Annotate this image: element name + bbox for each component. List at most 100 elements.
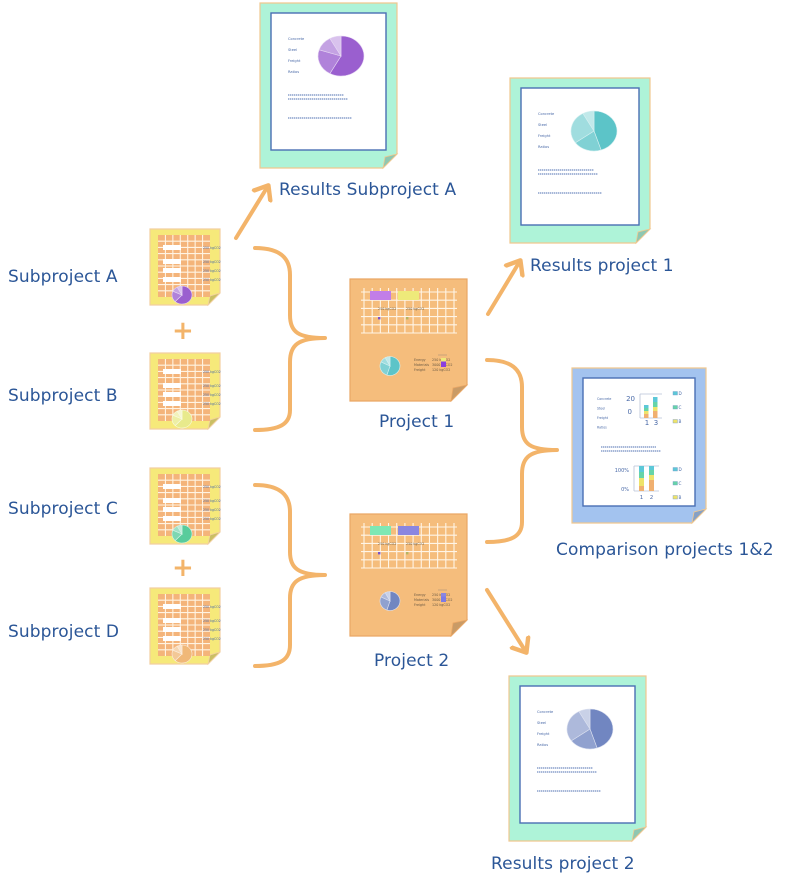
category-label: Steel <box>597 407 605 411</box>
legend-value: 120 kgCO2 <box>432 603 450 607</box>
legend-swatch <box>672 481 678 486</box>
folded-corner-icon <box>207 292 221 307</box>
row-label-bar <box>163 369 181 374</box>
category-label: Steel <box>537 721 546 725</box>
cell-value: 250 kgCO2 <box>203 384 221 388</box>
x-tick-label: 3 <box>654 419 658 427</box>
cell-value: 250 kgCO2 <box>203 508 221 512</box>
legend-label: B <box>679 419 682 424</box>
label-project-2: Project 2 <box>374 651 450 671</box>
subproject-pie-chart-icon <box>171 524 193 544</box>
category-label: Freight <box>538 134 551 138</box>
legend-label: Freight <box>414 368 426 372</box>
header-bar <box>398 291 419 300</box>
y-tick-label: 0 <box>628 408 632 416</box>
label-project-1: Project 1 <box>379 412 455 432</box>
legend-label: C <box>679 405 682 410</box>
row-label-bar <box>163 401 181 406</box>
category-label: Ratios <box>288 70 299 74</box>
cell-value: 250 kgCO2 <box>203 485 221 489</box>
category-label: Concrete <box>537 710 554 714</box>
document-page <box>519 685 636 824</box>
label-comparison-projects: Comparison projects 1&2 <box>556 540 774 560</box>
cell-value: 250 kgCO2 <box>203 637 221 641</box>
pie-slice <box>176 524 183 536</box>
cell-value: 250 kgCO2 <box>203 619 221 623</box>
row-label-bar <box>163 277 181 282</box>
label-results-project-1: Results project 1 <box>530 256 674 276</box>
pie-slice <box>566 711 591 742</box>
folded-corner-icon <box>207 531 221 546</box>
pie-slice <box>578 708 591 731</box>
document-page <box>270 12 387 151</box>
header-value: 250 kgCO2 <box>378 542 396 546</box>
row-label-bar <box>163 636 181 641</box>
arrow-to-results-project-2 <box>485 588 526 652</box>
folded-corner-icon <box>382 153 399 170</box>
header-bar <box>398 526 419 535</box>
pie-slice <box>329 35 365 77</box>
cell-value: 250 kgCO2 <box>203 269 221 273</box>
folded-corner-icon <box>631 826 648 843</box>
pie-slice <box>174 644 193 664</box>
row-label-bar <box>163 392 181 397</box>
legend-label: Materials <box>414 363 429 367</box>
legend-swatch <box>672 467 678 472</box>
x-tick-label: 1 <box>645 419 649 427</box>
category-label: Concrete <box>288 37 305 41</box>
stacked-bar-segment <box>644 408 649 411</box>
category-label: Freight <box>597 416 609 420</box>
cell-value: 250 kgCO2 <box>203 260 221 264</box>
pie-slice <box>384 356 391 368</box>
stacked-bar-segment <box>653 397 658 402</box>
category-label: Steel <box>538 123 547 127</box>
legend-label: C <box>679 481 682 486</box>
legend-label: Energy <box>414 358 426 362</box>
legend-swatch <box>672 495 678 500</box>
folded-corner-icon <box>691 508 708 525</box>
document-page <box>520 87 640 226</box>
label-subproject-a: Subproject A <box>8 267 118 287</box>
category-label: Steel <box>288 48 297 52</box>
row-label-bar <box>163 245 181 250</box>
cell-value: 250 kgCO2 <box>203 246 221 250</box>
row-label-bar <box>163 618 181 623</box>
header-value: 250 kgCO2 <box>406 307 424 311</box>
stacked-bar-segment <box>639 478 644 486</box>
project-pie-chart-icon <box>379 591 401 611</box>
legend-value: 120 kgCO2 <box>432 368 450 372</box>
brace-subprojects-a-b <box>253 246 327 432</box>
category-label: Concrete <box>597 397 611 401</box>
stacked-bar-segment <box>644 405 649 408</box>
legend-swatch <box>672 391 678 396</box>
plus-sign-a-b: + <box>172 316 194 346</box>
y-tick-label: 100% <box>615 468 630 474</box>
stacked-bar-segment <box>653 402 658 407</box>
pie-slice <box>582 110 595 133</box>
cell-value: 250 kgCO2 <box>203 499 221 503</box>
stacked-bar-segment <box>649 466 654 470</box>
row-label-bar <box>163 627 181 632</box>
folded-corner-icon <box>635 228 652 245</box>
pie-slice <box>174 524 193 544</box>
pie-slice <box>329 35 342 58</box>
pie-slice <box>593 110 618 151</box>
pie-slice <box>589 708 614 749</box>
pie-slice <box>570 113 595 144</box>
pie-slice <box>176 644 183 656</box>
legend-label: D <box>679 467 682 472</box>
x-tick-label: 1 <box>640 495 644 501</box>
category-label: Concrete <box>538 112 555 116</box>
cell-value: 250 kgCO2 <box>203 393 221 397</box>
subproject-pie-chart-icon <box>171 644 193 664</box>
row-label-bar <box>163 516 181 521</box>
legend-swatch <box>672 419 678 424</box>
